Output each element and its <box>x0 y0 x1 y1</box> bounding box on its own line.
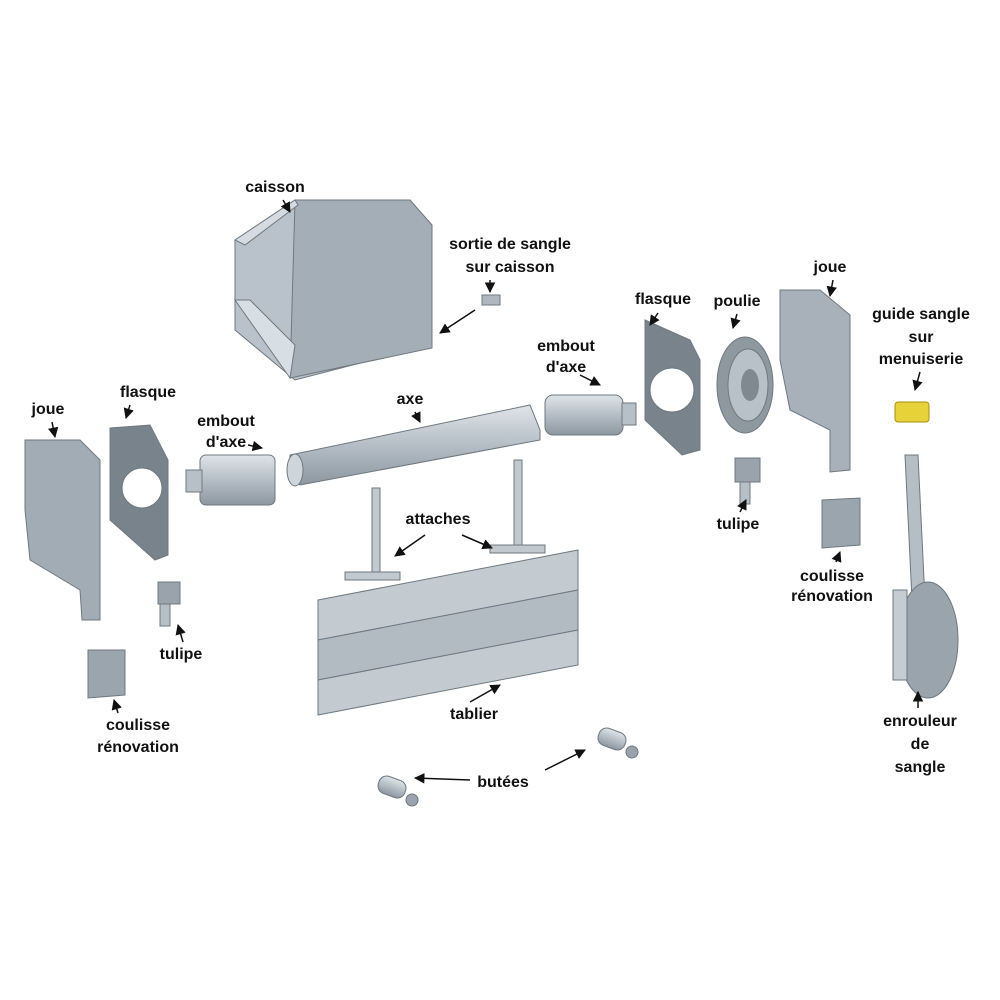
attaches-part <box>344 459 546 581</box>
label-butees: butées <box>477 774 529 791</box>
label-tablier: tablier <box>449 706 499 723</box>
label-guide-line1: guide sangle <box>872 306 970 323</box>
guide-sangle-part <box>894 401 930 423</box>
embout-axe-right-part <box>544 394 637 436</box>
joue-right-part <box>779 289 851 473</box>
label-guide-line3: menuiserie <box>878 351 964 368</box>
tablier-part <box>317 549 579 716</box>
label-caisson: caisson <box>245 179 305 196</box>
label-joue-right: joue <box>813 259 847 276</box>
enrouleur-part <box>892 454 959 699</box>
butees-part <box>377 727 639 807</box>
flasque-right-part <box>644 319 701 456</box>
coulisse-right-part <box>821 497 861 549</box>
coulisse-left-part <box>87 649 126 699</box>
label-embout-left-line1: embout <box>197 413 255 430</box>
label-axe: axe <box>396 391 424 408</box>
tulipe-right-part <box>734 457 761 505</box>
flasque-left-part <box>109 424 169 561</box>
poulie-part <box>716 336 774 434</box>
label-coulisse-right-line2: rénovation <box>791 588 873 605</box>
label-sortie-line1: sortie de sangle <box>449 236 571 253</box>
label-embout-right-line2: d'axe <box>545 359 587 376</box>
embout-axe-left-part <box>185 454 276 506</box>
label-enrouleur-line1: enrouleur <box>883 713 957 730</box>
sortie-de-sangle-part <box>481 294 501 306</box>
label-guide-line2: sur <box>908 329 934 346</box>
label-embout-right-line1: embout <box>537 338 595 355</box>
label-flasque-left: flasque <box>119 384 177 401</box>
label-enrouleur-line3: sangle <box>894 759 946 776</box>
label-embout-left-line2: d'axe <box>205 434 247 451</box>
label-coulisse-left-line2: rénovation <box>97 739 179 756</box>
tulipe-left-part <box>157 581 181 627</box>
label-coulisse-right-line1: coulisse <box>799 568 865 585</box>
label-attaches: attaches <box>405 511 471 528</box>
label-poulie: poulie <box>713 293 761 310</box>
callout-arrows <box>47 199 924 784</box>
label-tulipe-left: tulipe <box>159 646 203 663</box>
label-joue-left: joue <box>31 401 65 418</box>
label-sortie-line2: sur caisson <box>465 259 555 276</box>
label-coulisse-left-line1: coulisse <box>105 717 171 734</box>
joue-left-part <box>24 439 101 621</box>
label-enrouleur-line2: de <box>910 736 930 753</box>
axe-part <box>286 404 541 487</box>
label-flasque-right: flasque <box>634 291 692 308</box>
label-tulipe-right: tulipe <box>716 516 760 533</box>
caisson-part <box>234 199 433 381</box>
